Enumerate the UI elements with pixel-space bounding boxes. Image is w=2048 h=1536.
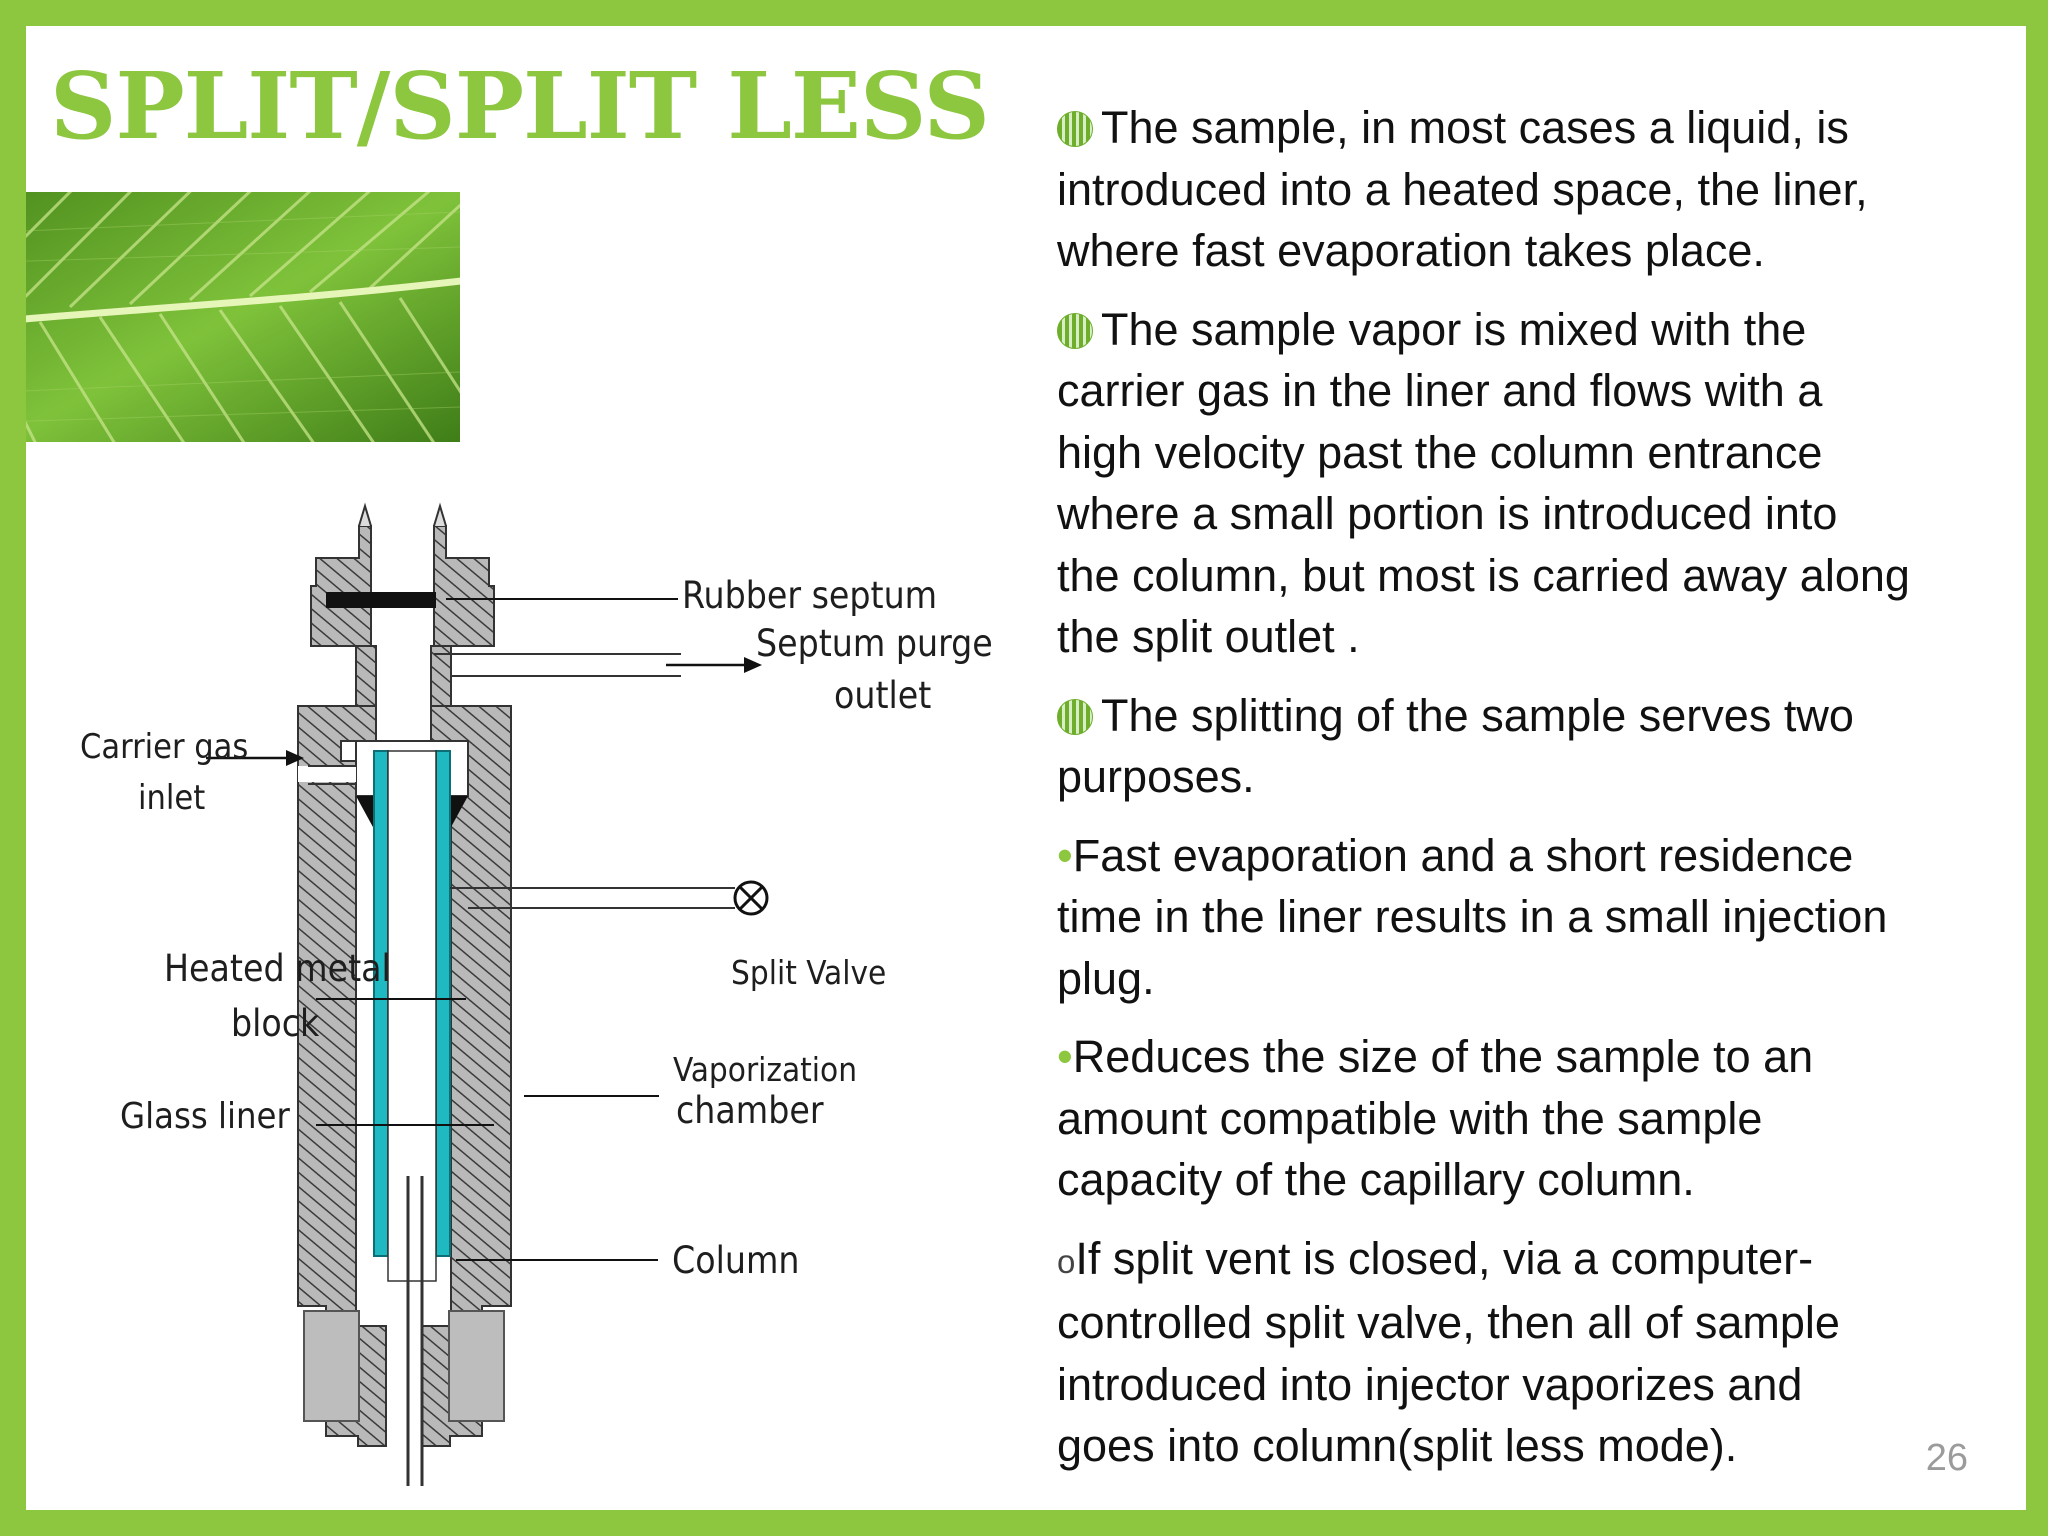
text-line: the column, but most is carried away alo… <box>1057 549 1910 601</box>
label-heated-block: Heated metal <box>164 947 391 990</box>
dot-bullet-icon: • <box>1057 1031 1073 1082</box>
label-carrier-inlet: inlet <box>138 778 205 818</box>
round-bullet-icon <box>1057 312 1093 349</box>
text-line: high velocity past the column entrance <box>1057 426 1823 478</box>
paragraph: •Reduces the size of the sample to an am… <box>1057 1026 2026 1211</box>
circle-bullet-icon: o <box>1057 1242 1076 1280</box>
slide-title: SPLIT/SPLIT LESS <box>50 52 990 160</box>
text-line: goes into column(split less mode). <box>1057 1420 1738 1471</box>
text-line: The sample vapor is mixed with the <box>1057 299 2026 361</box>
text-line: carrier gas in the liner and flows with … <box>1057 365 1823 416</box>
split-injector-diagram: Rubber septum Septum purge outlet Carrie… <box>80 502 993 1486</box>
label-column: Column <box>672 1239 800 1282</box>
text-line: the split outlet . <box>1057 611 1360 662</box>
text-line: purposes. <box>1057 751 1255 802</box>
text-line: introduced into a heated space, the line… <box>1057 163 1868 215</box>
text-line: plug. <box>1057 952 1155 1004</box>
paragraph: The sample, in most cases a liquid, is i… <box>1057 97 2026 282</box>
label-vaporization: Vaporization <box>673 1050 857 1089</box>
round-bullet-icon <box>1057 698 1093 735</box>
leaf-image <box>26 192 460 442</box>
text-line: time in the liner results in a small inj… <box>1057 891 1888 942</box>
text-line: where a small portion is introduced into <box>1057 488 1838 539</box>
label-rubber-septum: Rubber septum <box>682 574 937 617</box>
text-line: where fast evaporation takes place. <box>1057 225 1765 276</box>
slide: SPLIT/SPLIT LESS <box>26 26 2026 1510</box>
text-column: The sample, in most cases a liquid, is i… <box>1057 97 2026 1494</box>
text-line: The sample, in most cases a liquid, is <box>1057 97 2026 159</box>
paragraph: The sample vapor is mixed with the carri… <box>1057 299 2026 668</box>
text-line: capacity of the capillary column. <box>1057 1154 1695 1205</box>
label-carrier-gas: Carrier gas <box>80 727 248 767</box>
paragraph: The splitting of the sample serves two p… <box>1057 685 2026 808</box>
paragraph: •Fast evaporation and a short residence … <box>1057 825 2026 1010</box>
text-line: amount compatible with the sample <box>1057 1092 1763 1144</box>
text-line: •Fast evaporation and a short residence <box>1057 829 1854 881</box>
text-line: The splitting of the sample serves two <box>1057 685 2026 747</box>
label-chamber: chamber <box>676 1089 824 1132</box>
paragraph: oIf split vent is closed, via a computer… <box>1057 1228 2026 1477</box>
text-line: controlled split valve, then all of samp… <box>1057 1297 1840 1348</box>
round-bullet-icon <box>1057 111 1093 147</box>
label-purge-outlet: outlet <box>834 674 931 717</box>
label-split-valve: Split Valve <box>731 953 886 992</box>
label-glass-liner: Glass liner <box>120 1096 290 1137</box>
dot-bullet-icon: • <box>1057 829 1073 881</box>
label-septum-purge: Septum purge <box>756 622 993 665</box>
text-line: oIf split vent is closed, via a computer… <box>1057 1232 1814 1284</box>
text-line: introduced into injector vaporizes and <box>1057 1358 1803 1410</box>
label-block: block <box>231 1002 320 1045</box>
text-line: •Reduces the size of the sample to an <box>1057 1031 1814 1082</box>
page-number: 26 <box>1925 1437 1968 1479</box>
